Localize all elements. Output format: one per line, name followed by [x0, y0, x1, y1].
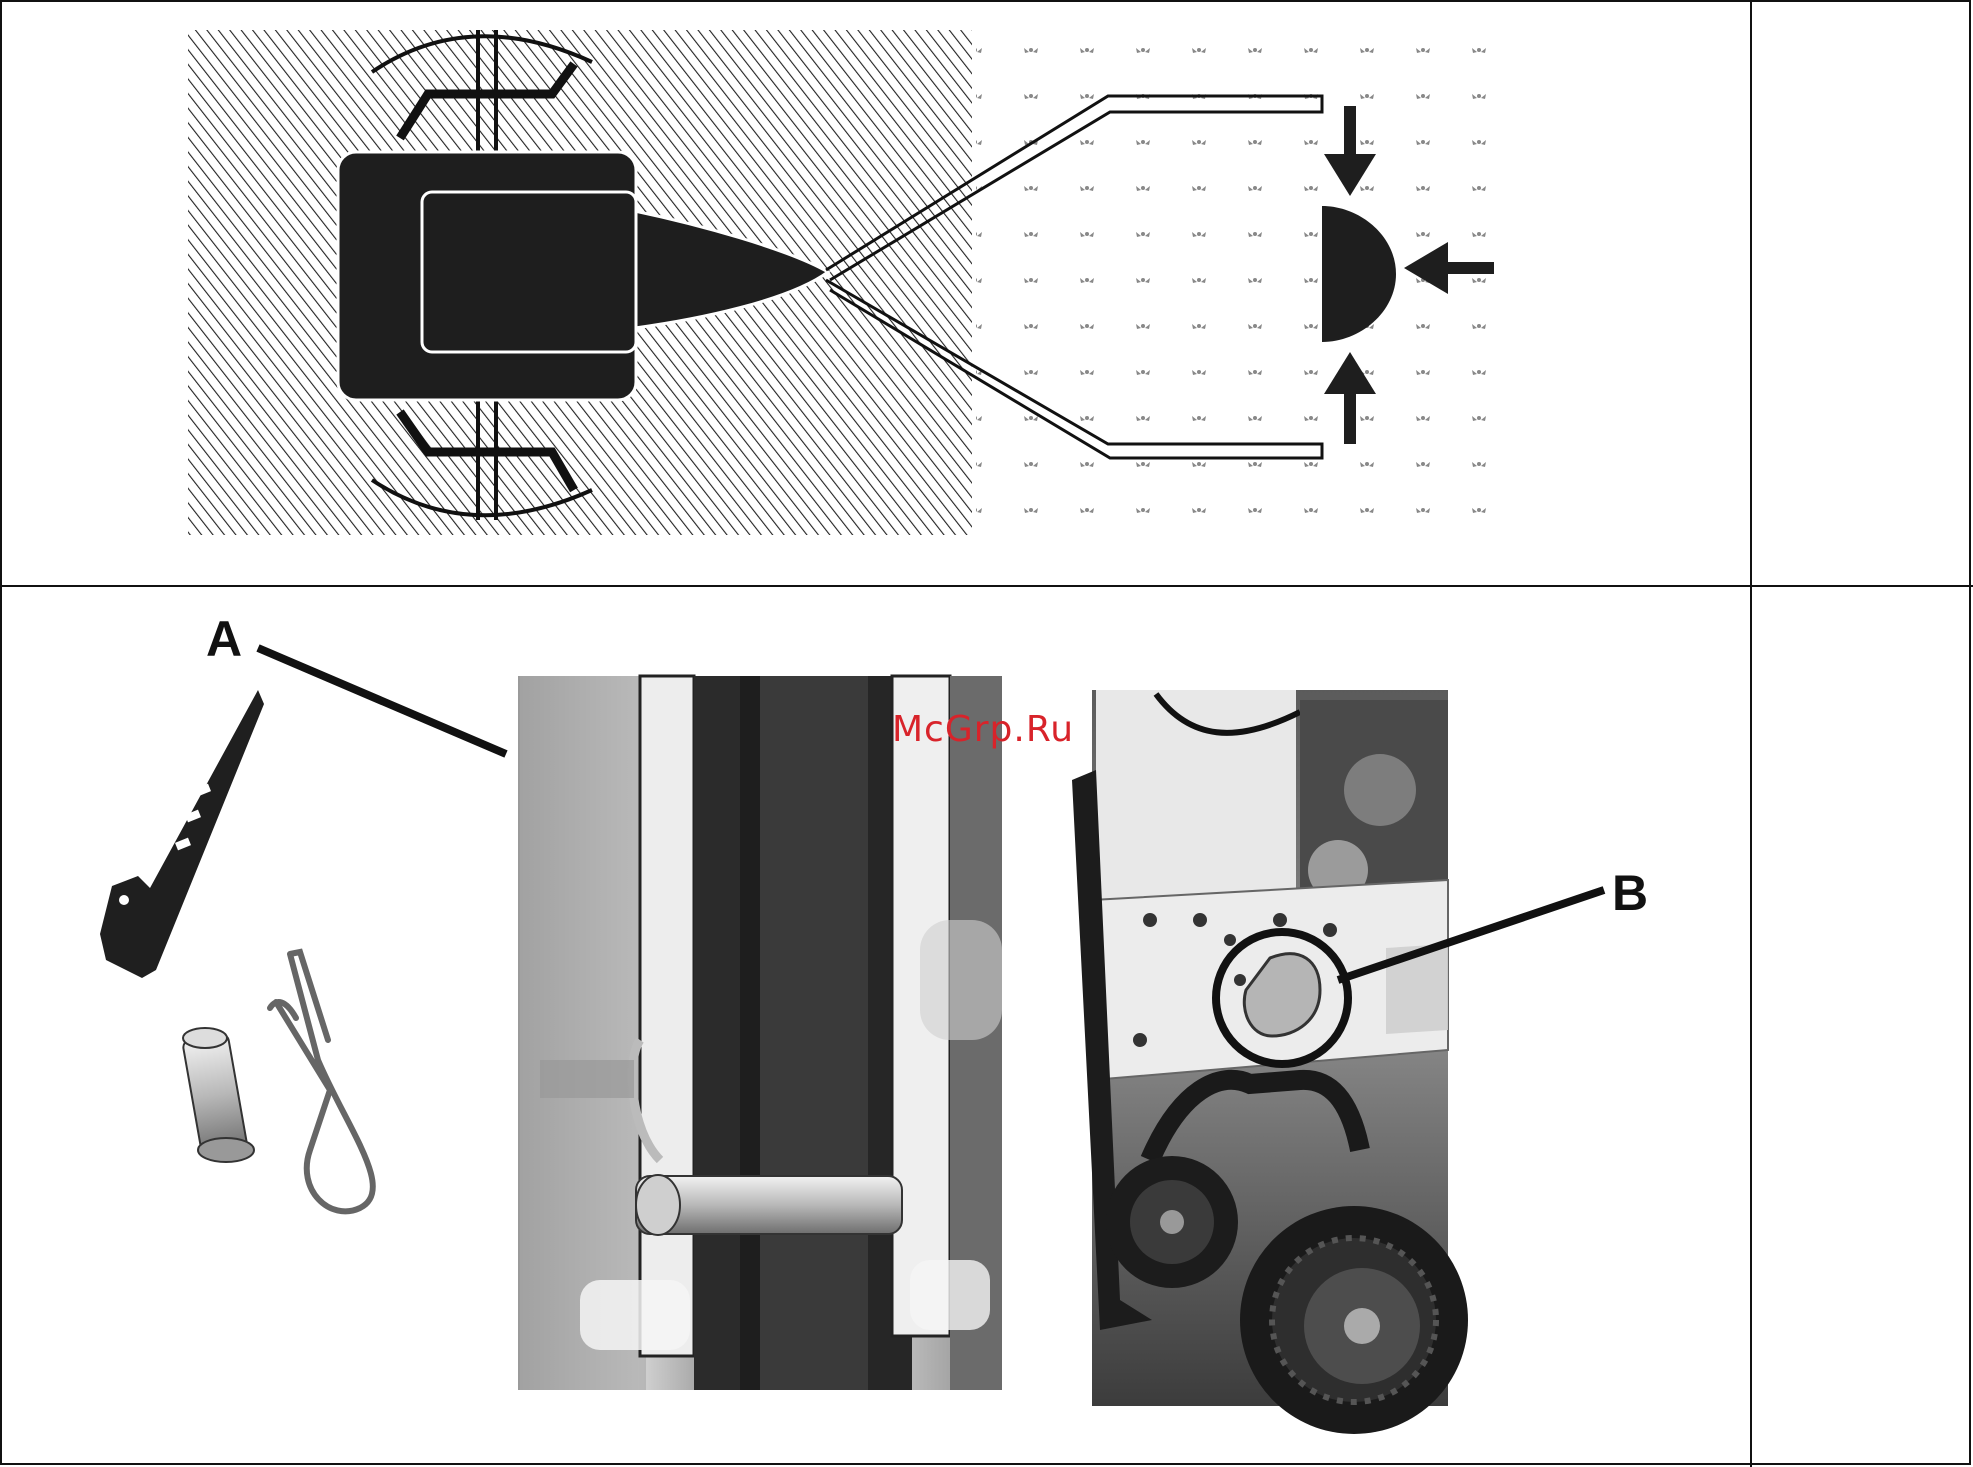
- clevis-pin-part: [182, 1028, 254, 1162]
- callout-label-a: A: [206, 614, 242, 664]
- parts-illustration: [100, 690, 373, 1211]
- callout-label-b: B: [1612, 868, 1648, 918]
- hitch-bracket-part: [100, 690, 264, 978]
- leader-line-a: [258, 648, 506, 754]
- hair-pin-clip-part: [270, 952, 373, 1211]
- towing-diagram: [188, 30, 1502, 535]
- watermark-text: McGrp.Ru: [892, 712, 1074, 748]
- hitch-pin-photo: [518, 676, 1002, 1390]
